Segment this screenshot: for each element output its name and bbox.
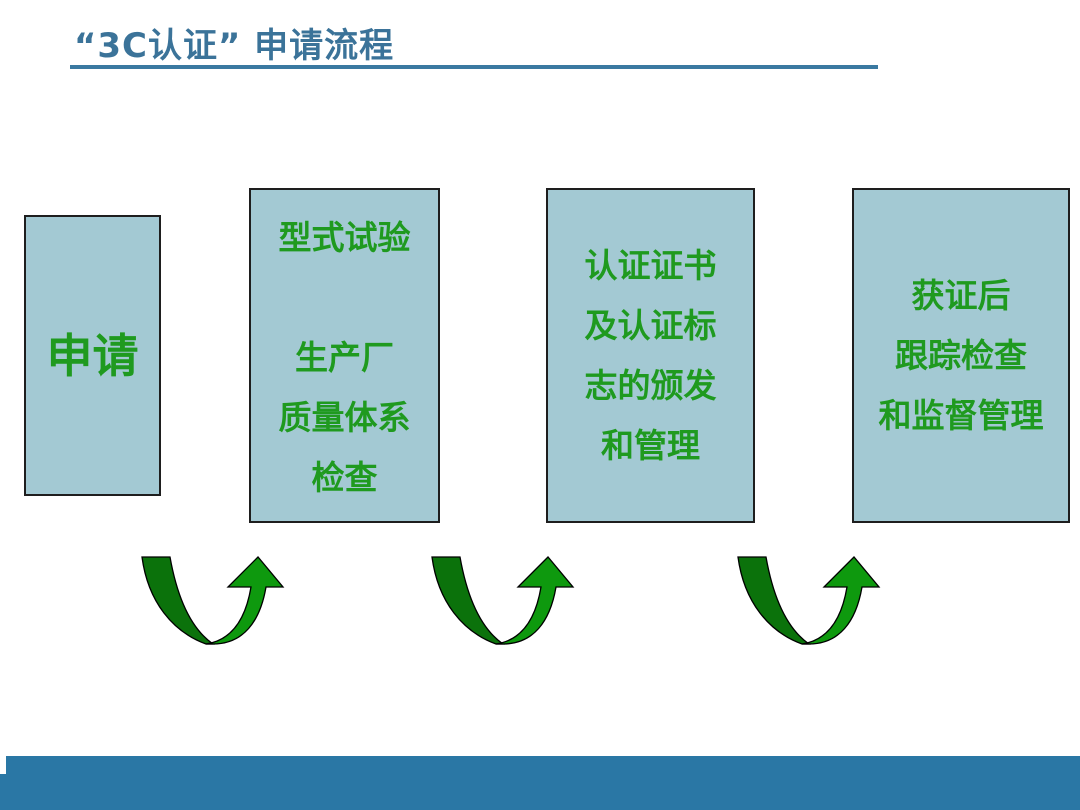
step-text: 跟踪检查 (895, 335, 1027, 375)
u-turn-arrow-icon (431, 556, 575, 645)
step-apply: 申请 (24, 215, 161, 496)
footer-band-edge (0, 774, 8, 810)
step-text: 检查 (311, 458, 378, 497)
step-text: 生产厂 (295, 338, 394, 377)
u-turn-arrow-icon (737, 556, 881, 645)
step-text: 和管理 (601, 425, 700, 465)
step-text: 认证证书 (584, 245, 717, 285)
step-text: 质量体系 (278, 398, 411, 437)
step-text: 和监督管理 (878, 395, 1044, 435)
step-text: 型式试验 (278, 218, 411, 257)
slide-title: “3C认证” 申请流程 (74, 26, 395, 66)
title-underline (70, 65, 878, 69)
step-certificate: 认证证书 及认证标 志的颁发 和管理 (546, 188, 755, 523)
u-turn-arrow-icon (141, 556, 285, 645)
step-text: 志的颁发 (584, 365, 717, 405)
step-text: 及认证标 (584, 305, 717, 345)
step-type-test: 型式试验 生产厂 质量体系 检查 (249, 188, 440, 523)
step-text: 申请 (46, 328, 139, 383)
step-supervision: 获证后 跟踪检查 和监督管理 (852, 188, 1070, 523)
footer-band (6, 756, 1080, 810)
step-text: 获证后 (911, 275, 1011, 315)
